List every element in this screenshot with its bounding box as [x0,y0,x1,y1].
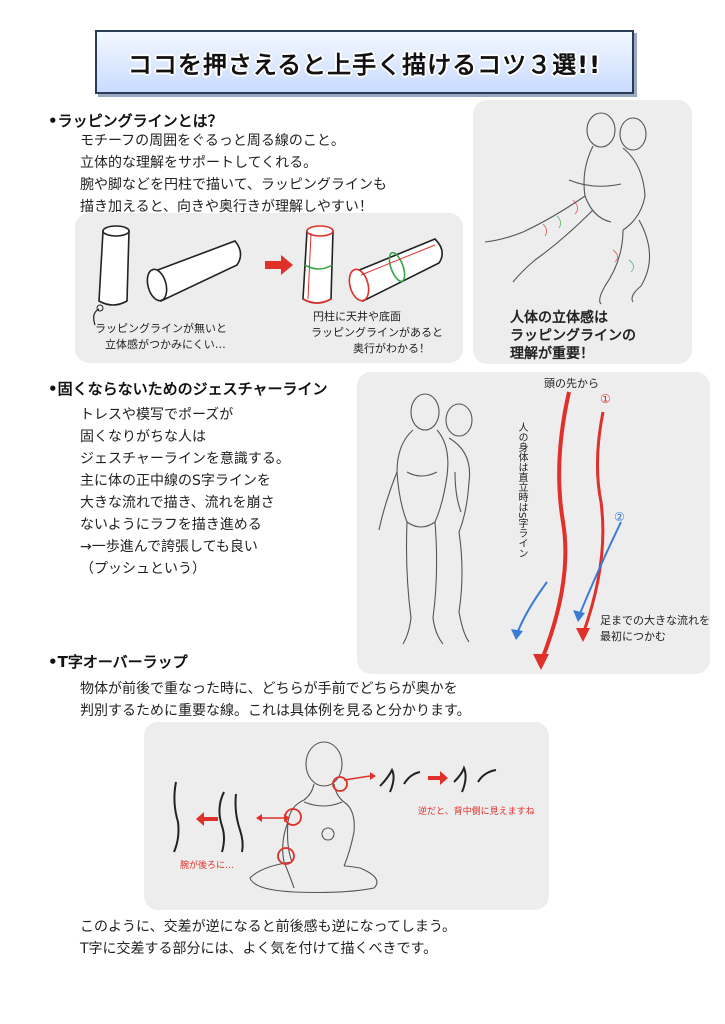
note-with-wrap-3: 奥行がわかる！ [353,342,430,355]
body-line: 立体的な理解をサポートしてくれる。 [80,155,318,171]
standing-figures-sketch [378,393,473,645]
seated-figure-sketch [249,741,378,894]
note-3d-body-1: 人体の立体感は [510,310,608,326]
cylinder-drawings [93,225,443,326]
red-arrow-left-icon [196,812,218,826]
section-body-t-overlap: 物体が前後で重なった時に、どちらが手前でどちらが奥かを 判別するために重要な線。… [80,678,471,722]
note-with-wrap-1: 円柱に天井や底面 [313,310,401,323]
section-body-wrapping-line: モチーフの周囲をぐるっと周る線のこと。 立体的な理解をサポートしてくれる。 腕や… [80,130,387,218]
body-line: このように、交差が逆になると前後感も逆になってしまう。 [80,919,457,935]
title-banner: ココを押さえると上手く描けるコツ３選!! [95,30,634,94]
note-arm-behind: 腕が後ろに… [180,861,235,871]
note-no-wrap-2: 立体感がつかみにくい… [105,338,226,351]
t-overlap-drawings [173,741,497,894]
body-line: 物体が前後で重なった時に、どちらが手前でどちらが奥かを [80,681,458,697]
arm-lines-front [379,765,497,793]
section-heading-wrapping-line: •ラッピングラインとは？ [48,112,223,130]
body-line: （プッシュという） [80,561,206,577]
body-line: トレスや模写でポーズが [80,407,234,423]
page-title: ココを押さえると上手く描けるコツ３選!! [127,50,602,79]
red-gesture-line [539,391,571,663]
section-heading-gesture-line: •固くならないためのジェスチャーライン [48,380,328,398]
plain-cylinder-vertical [98,225,130,306]
body-line: T字に交差する部分には、よく気を付けて描くべきです。 [80,941,438,957]
note-with-wrap-2: ラッピングラインがあると [311,326,443,339]
wrapped-cylinder-vertical [302,225,334,304]
seated-figures-sketch [484,112,651,305]
blue-flow-line [578,521,622,617]
marker-1: ① [600,392,611,406]
red-arrow-icon [265,255,293,275]
note-head-top: 頭の先から [544,377,599,390]
body-line: 描き加えると、向きや奥行きが理解しやすい！ [80,199,373,215]
section-body-gesture-line: トレスや模写でポーズが 固くなりがちな人は ジェスチャーラインを意識する。 主に… [80,404,290,580]
marker-2: ② [614,510,625,524]
red-gesture-line [581,411,605,635]
note-flow-1: 足までの大きな流れを [600,614,710,627]
plain-cylinder-tilted [146,240,242,303]
body-line: 腕や脚などを円柱で描いて、ラッピングラインも [80,177,387,193]
body-line: 固くなりがちな人は [80,429,206,445]
t-overlap-panel: 腕が後ろに… 逆だと、背中側に見えますね [144,722,549,910]
note-s-line-vertical: 人の身体は直立時はS字ライン [516,422,527,559]
note-flow-2: 最初につかむ [600,630,666,643]
body-line: 判別するために重要な線。これは具体例を見ると分かります。 [80,703,471,719]
section-heading-t-overlap: •T字オーバーラップ [48,653,188,671]
double-arrow-icon [343,775,371,781]
body-line: →一歩進んで誇張しても良い [80,539,258,555]
body-line: 主に体の正中線のS字ラインを [80,473,271,489]
wrapped-cylinder-tilted [348,238,443,303]
gesture-line-drawings [378,391,622,670]
note-reversed: 逆だと、背中側に見えますね [418,807,535,817]
body-line: 大きな流れで描き、流れを崩さ [80,495,275,511]
body-line: ジェスチャーラインを意識する。 [80,451,290,467]
body-line: モチーフの周囲をぐるっと周る線のこと。 [80,133,345,149]
note-no-wrap-1: ラッピングラインが無いと [95,322,227,335]
red-arrow-right-icon [428,771,448,785]
cylinder-illustration-panel: ラッピングラインが無いと 立体感がつかみにくい… 円柱に天井や底面 ラッピングラ… [75,213,463,363]
arm-lines-behind [173,781,244,853]
body-line: ないようにラフを描き進める [80,517,262,533]
note-3d-body-3: 理解が重要！ [510,346,594,362]
note-3d-body-2: ラッピングラインの [510,328,636,344]
gesture-line-panel: 頭の先から 人の身体は直立時はS字ライン ① ② 足までの大きな流れを 最初につ… [357,372,710,674]
blue-flow-line [516,581,548,635]
closing-text: このように、交差が逆になると前後感も逆になってしまう。 T字に交差する部分には、… [80,916,456,960]
figure-pair-panel: 人体の立体感は ラッピングラインの 理解が重要！ [473,100,692,364]
